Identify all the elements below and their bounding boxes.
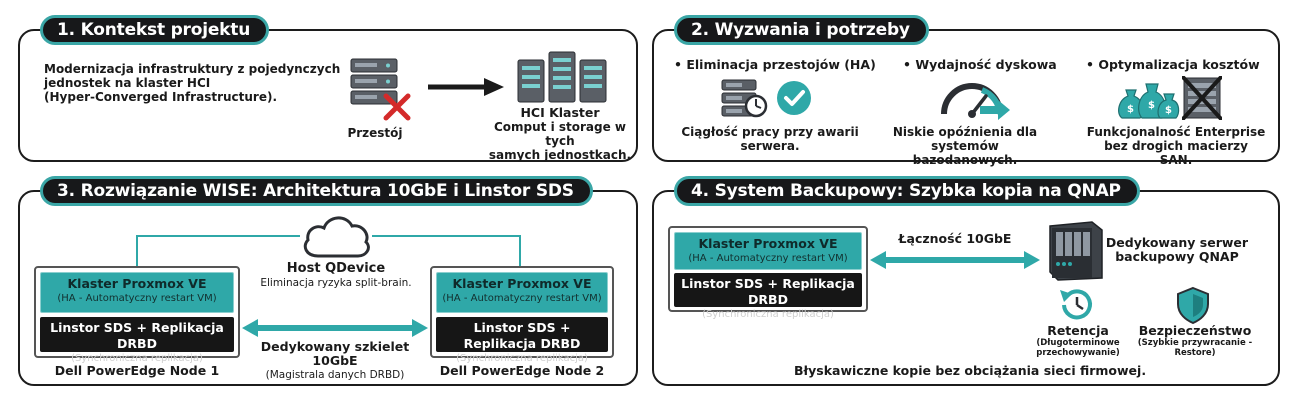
node1-storage: Linstor SDS + Replikacja DRBD (Synchroni… [40,317,234,364]
gauge-icon [941,83,1010,120]
double-arrow-backup [870,251,1040,269]
challenge-cost-title: Optymalizacja kosztów [1086,58,1259,72]
retention-text: Retencja (Długoterminowe przechowywanie) [1036,323,1120,359]
qdevice-text: Host QDevice Eliminacja ryzyka split-bra… [260,261,412,290]
link-10gbe-label: Łączność 10GbE [898,231,1012,246]
server-clock-check-icon [721,79,811,118]
qdevice-connections [136,235,521,268]
node1-label: Dell PowerEdge Node 1 [54,363,220,378]
node2-box: Klaster Proxmox VE (HA - Automatyczny re… [430,266,614,364]
shield-icon [1177,286,1209,324]
svg-text:$: $ [1148,100,1155,111]
arrow-right-icon [428,78,504,96]
challenge-ha-title: Eliminacja przestojów (HA) [674,58,875,72]
hci-cluster-text: HCI Klaster Comput i storage w tych samy… [488,105,632,163]
challenge-cost-desc: Funkcjonalność Enterprise bez drogich ma… [1086,125,1266,167]
node2-cluster: Klaster Proxmox VE (HA - Automatyczny re… [436,272,608,313]
panel2-title: 2. Wyzwania i potrzeby [674,15,929,45]
challenge-disk-desc: Niskie opóźnienia dla systemów bazodanow… [892,125,1038,167]
backbone-text: Dedykowany szkielet 10GbE (Magistrala da… [260,339,410,382]
backup-cluster: Klaster Proxmox VE (HA - Automatyczny re… [674,232,862,270]
node1-box: Klaster Proxmox VE (HA - Automatyczny re… [34,266,240,364]
security-text: Bezpieczeństwo (Szybkie przywracanie - R… [1137,323,1253,359]
hci-cluster-icon [517,51,607,103]
panel3-title: 3. Rozwiązanie WISE: Architektura 10GbE … [40,176,593,206]
challenge-disk-title: Wydajność dyskowa [903,58,1056,72]
retention-clock-icon [1060,289,1092,320]
double-arrow-10gbe [242,319,428,337]
qnap-label: Dedykowany serwer backupowy QNAP [1105,235,1249,264]
panel1-title: 1. Kontekst projektu [40,15,270,45]
money-bags-icon: $ $ $ [1118,83,1180,119]
qnap-nas-icon [1049,221,1103,281]
server-down-icon [350,58,411,121]
cloud-icon [303,216,370,258]
svg-text:$: $ [1165,105,1172,116]
san-crossed-icon [1182,76,1222,120]
svg-text:$: $ [1127,104,1134,115]
panel1-description: Modernizacja infrastruktury z pojedynczy… [44,62,341,104]
backup-cluster-box: Klaster Proxmox VE (HA - Automatyczny re… [668,226,868,320]
node2-storage: Linstor SDS + Replikacja DRBD (Synchroni… [436,317,608,364]
panel4-title: 4. System Backupowy: Szybka kopia na QNA… [674,176,1140,206]
backup-footer: Błyskawiczne kopie bez obciążania sieci … [793,363,1147,378]
challenge-ha-desc: Ciągłość pracy przy awarii serwera. [681,125,859,153]
node1-cluster: Klaster Proxmox VE (HA - Automatyczny re… [40,272,234,313]
backup-storage: Linstor SDS + Replikacja DRBD (Synchroni… [674,273,862,320]
node2-label: Dell PowerEdge Node 2 [439,363,605,378]
server-downtime-label: Przestój [347,126,403,140]
